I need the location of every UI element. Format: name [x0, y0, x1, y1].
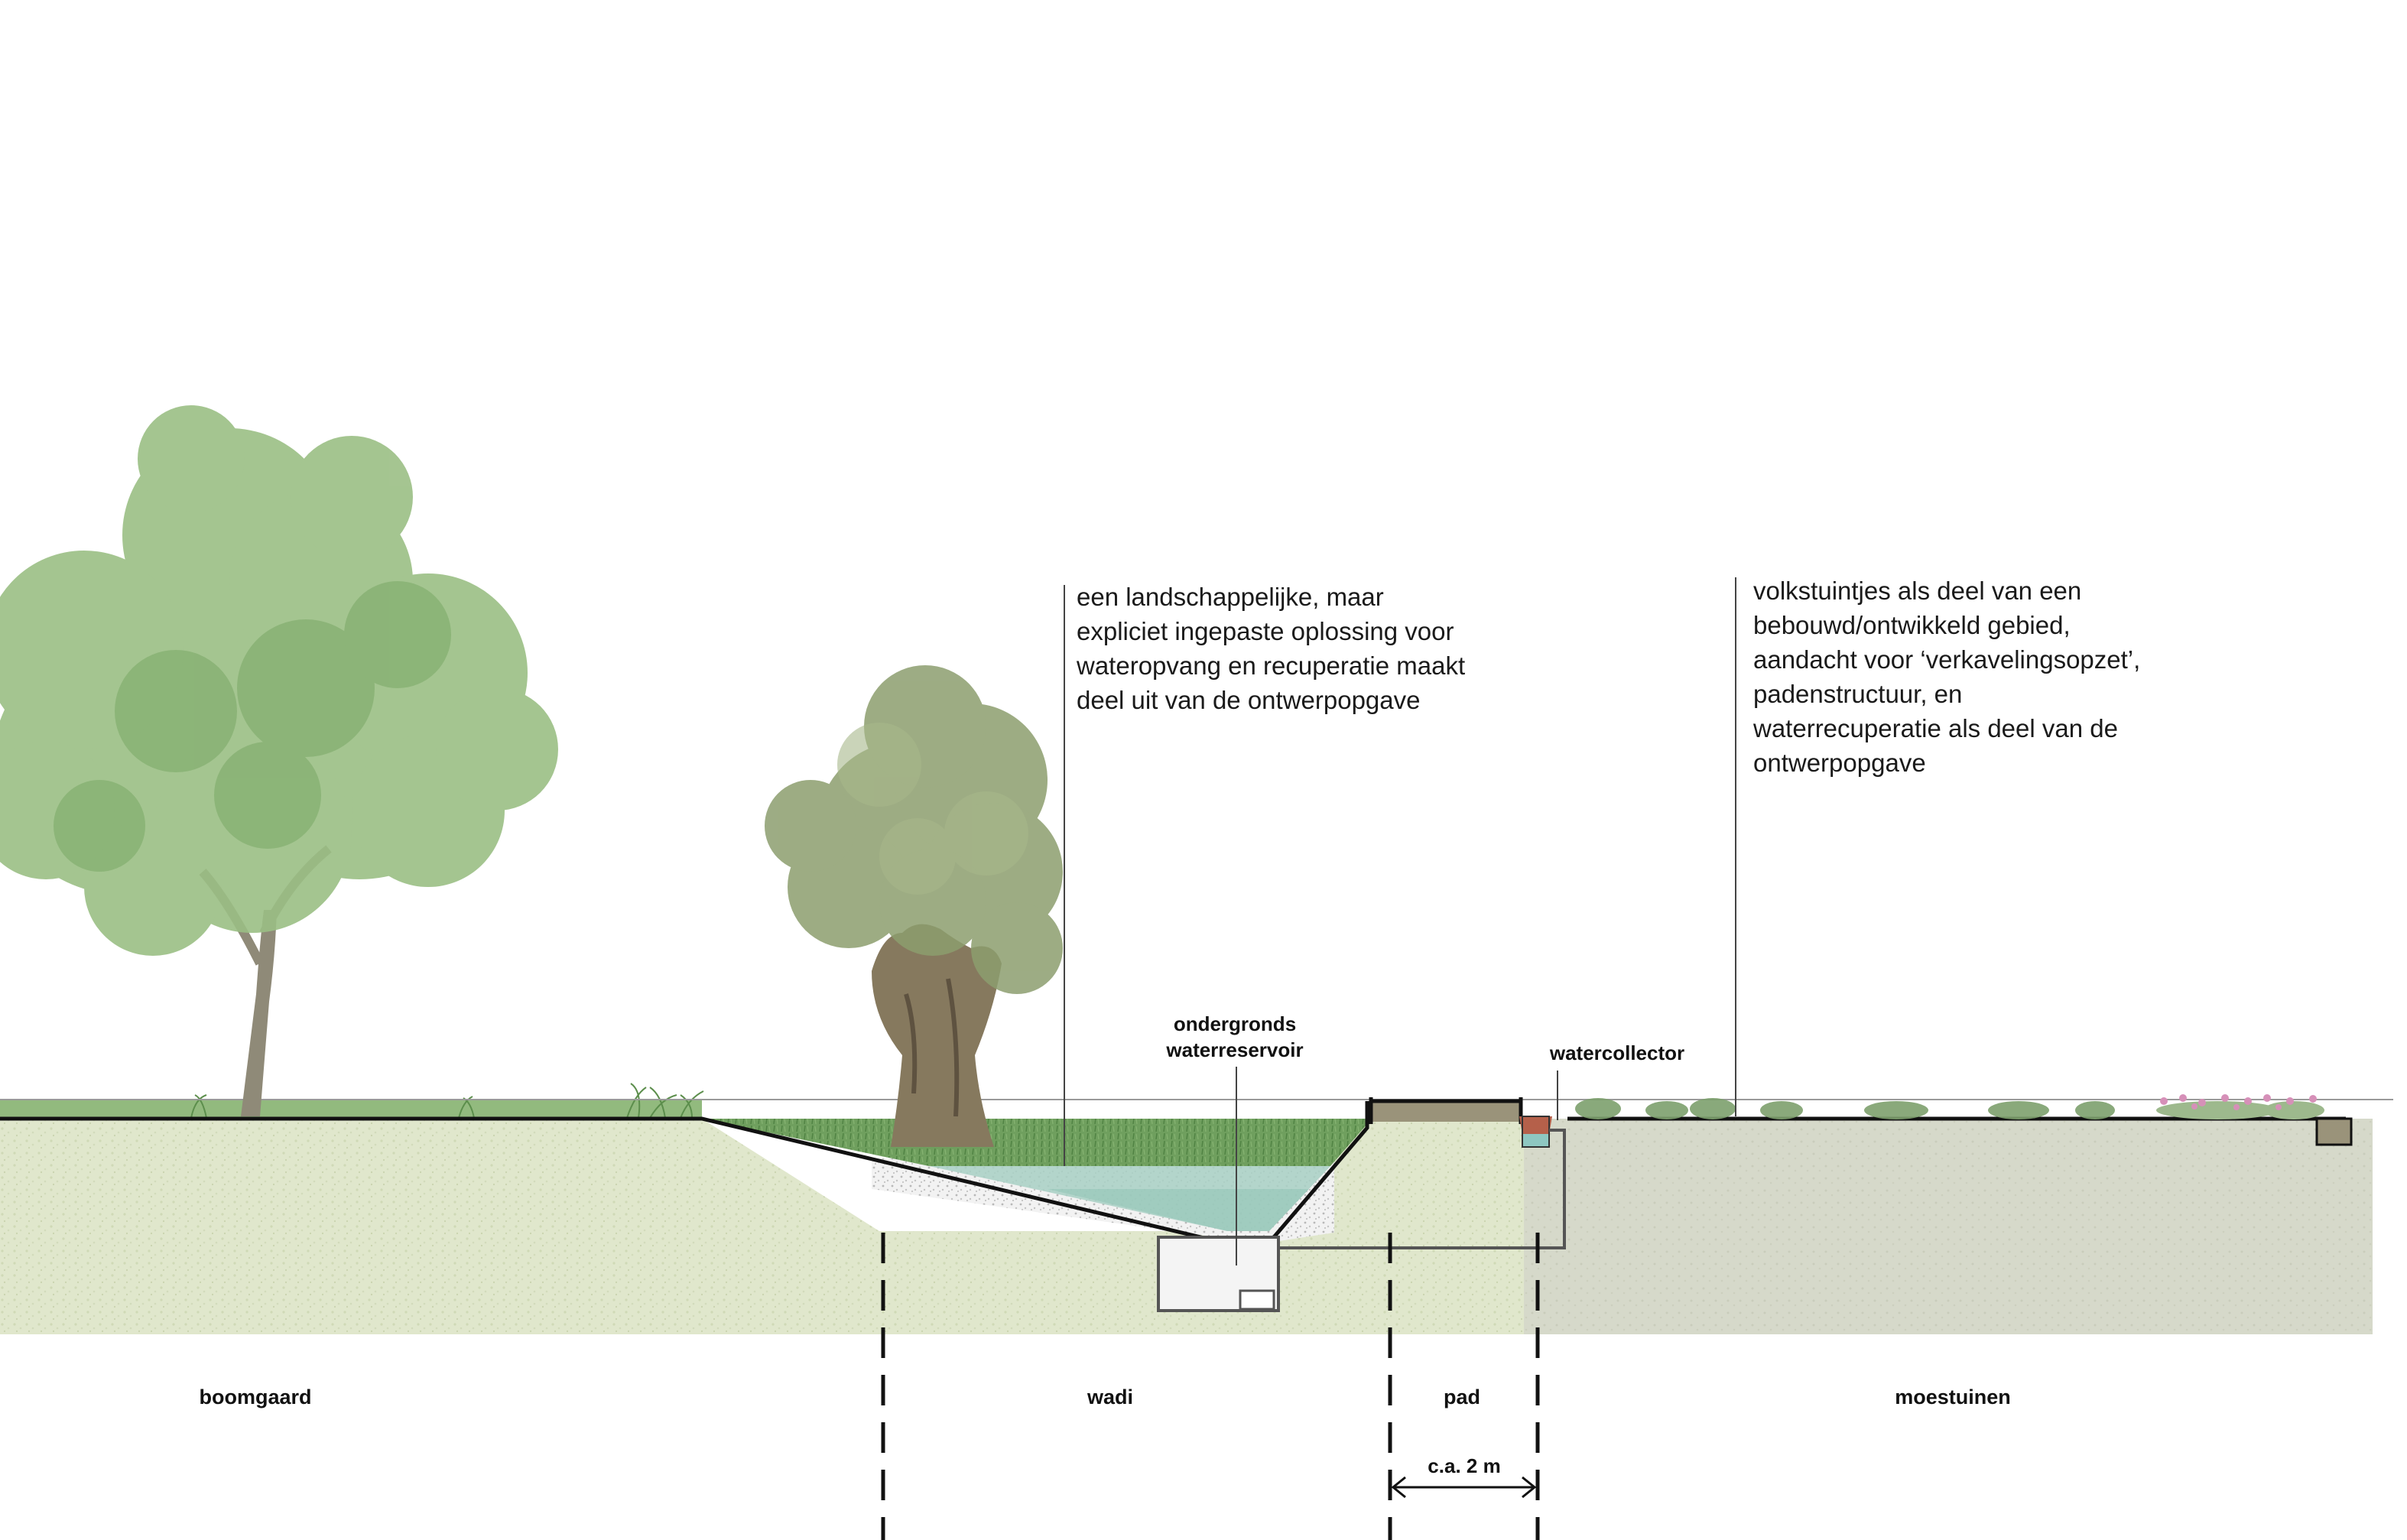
- collector-label: watercollector: [1549, 1041, 1685, 1064]
- moestuin-annotation-line: bebouwd/ontwikkeld gebied,: [1753, 611, 2071, 639]
- wadi-annotation-line: een landschappelijke, maar: [1077, 583, 1384, 611]
- vegetable-plants: [1575, 1094, 2324, 1119]
- moestuin-annotation-line: padenstructuur, en: [1753, 680, 1963, 708]
- zone-pad: pad: [1443, 1386, 1481, 1408]
- reservoir-label: ondergronds waterreservoir: [1166, 1011, 1303, 1063]
- moestuin-annotation-line: volkstuintjes als deel van een: [1753, 577, 2082, 605]
- moestuin-annotation-line: ontwerpopgave: [1753, 749, 1926, 777]
- wadi-annotation-line: deel uit van de ontwerpopgave: [1077, 686, 1421, 714]
- wadi-water-lower: [1048, 1189, 1309, 1231]
- path-slab: [1369, 1097, 1523, 1124]
- moestuin-annotation-line: waterrecuperatie als deel van de: [1753, 714, 2118, 742]
- underground-reservoir: [1157, 1236, 1280, 1312]
- surface-grass-left: [0, 1100, 702, 1119]
- zone-moestuinen: moestuinen: [1895, 1386, 2011, 1408]
- zone-dividers: [881, 1233, 1540, 1540]
- dimension-label: c.a. 2 m: [1428, 1454, 1501, 1477]
- wadi-annotation-line: expliciet ingepaste oplossing voor: [1077, 617, 1454, 645]
- dimension-arrow: [1391, 1476, 1537, 1499]
- zone-boomgaard: boomgaard: [199, 1386, 312, 1408]
- wadi-annotation: een landschappelijke, maar expliciet ing…: [1077, 580, 1465, 717]
- watercollector-box: [1519, 1116, 1552, 1148]
- pollard-willow: [765, 665, 1063, 1147]
- soil-section: [0, 1119, 2373, 1334]
- collector-pipe: [1265, 1129, 1566, 1249]
- orchard-tree: [0, 405, 558, 1116]
- edge-slab: [2315, 1117, 2353, 1146]
- wadi-grass: [702, 1119, 1367, 1166]
- reservoir-label-line: waterreservoir: [1166, 1038, 1304, 1061]
- zone-wadi: wadi: [1087, 1386, 1134, 1408]
- moestuin-annotation: volkstuintjes als deel van een bebouwd/o…: [1753, 573, 2140, 780]
- reservoir-label-line: ondergronds: [1173, 1012, 1297, 1035]
- wadi-annotation-line: wateropvang en recuperatie maakt: [1077, 651, 1466, 680]
- moestuin-annotation-line: aandacht voor ‘verkavelingsopzet’,: [1753, 645, 2141, 674]
